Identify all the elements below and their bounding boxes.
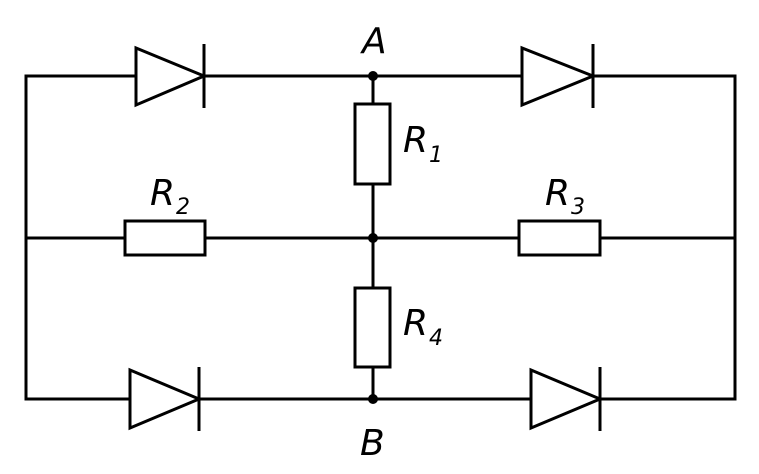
node-label-a: A xyxy=(360,21,387,62)
junction-center xyxy=(368,233,378,243)
diode-top-left xyxy=(134,44,208,108)
junction-a xyxy=(368,71,378,81)
resistor-r3 xyxy=(517,219,602,257)
label-r1-letter: R xyxy=(403,120,428,161)
label-r1: R 1 xyxy=(403,120,443,168)
label-r1-subscript: 1 xyxy=(429,143,443,168)
diode-triangle xyxy=(520,45,598,108)
resistor-r1 xyxy=(353,102,392,186)
label-r2-subscript: 2 xyxy=(176,195,190,220)
diode-triangle xyxy=(134,45,208,108)
node-label-b: B xyxy=(360,423,385,464)
label-r4: R 4 xyxy=(403,303,443,351)
resistor-r2 xyxy=(123,219,207,257)
label-r2: R 2 xyxy=(150,173,190,220)
label-r4-subscript: 4 xyxy=(429,326,443,351)
junction-b xyxy=(368,394,378,404)
label-r4-letter: R xyxy=(403,303,428,344)
label-r2-letter: R xyxy=(150,173,175,214)
diode-top-right xyxy=(520,44,598,108)
wires xyxy=(24,74,737,401)
diode-triangle xyxy=(128,367,203,431)
diode-bottom-left xyxy=(128,367,203,431)
label-r3: R 3 xyxy=(545,173,585,220)
label-r3-subscript: 3 xyxy=(571,195,585,220)
diode-triangle xyxy=(529,367,604,431)
resistor-r4 xyxy=(353,286,392,369)
diode-bottom-right xyxy=(529,367,604,431)
label-r3-letter: R xyxy=(545,173,570,214)
